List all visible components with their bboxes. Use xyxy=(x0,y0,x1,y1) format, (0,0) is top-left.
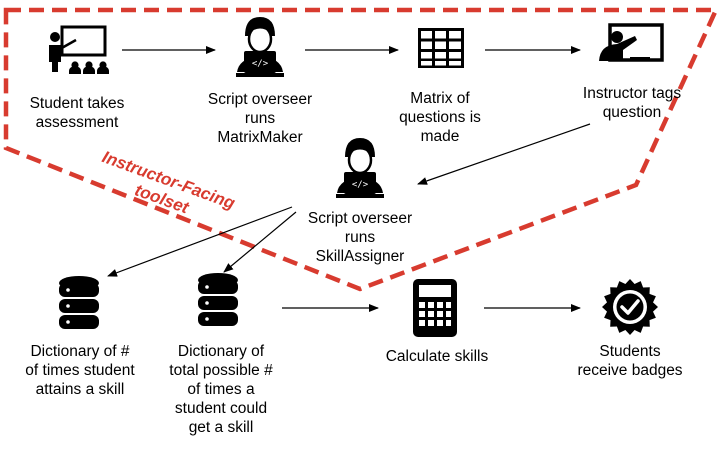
svg-text:</>: </> xyxy=(352,180,369,190)
arrow-skillassigner-to-dict-attains xyxy=(107,206,293,277)
calculator-icon xyxy=(413,279,457,337)
coder-laptop-icon-skillassigner: </> xyxy=(336,138,384,198)
grid-table-icon xyxy=(418,28,464,68)
label-badges: Students receive badges xyxy=(577,343,683,379)
arrow-skillassigner-to-dict-possible xyxy=(223,211,297,273)
label-script-skillassigner: Script overseer runs SkillAssigner xyxy=(307,210,413,265)
coder-laptop-icon-matrixmaker: </> xyxy=(236,17,284,77)
label-dict-possible: Dictionary of total possible # of times … xyxy=(169,343,273,436)
svg-text:</>: </> xyxy=(252,59,269,69)
presenter-board-icon xyxy=(599,23,664,62)
label-calculate: Calculate skills xyxy=(385,348,489,365)
label-student-assessment: Student takes assessment xyxy=(29,95,125,131)
toolset-boundary xyxy=(3,7,720,292)
flow-arrows xyxy=(107,46,591,312)
label-matrix: Matrix of questions is made xyxy=(399,90,481,145)
database-icon-attains xyxy=(59,276,99,329)
badge-check-icon xyxy=(602,279,658,335)
label-script-matrixmaker: Script overseer runs MatrixMaker xyxy=(207,91,313,146)
teacher-classroom-icon xyxy=(49,25,109,74)
arrow-tags-to-skillassigner xyxy=(417,123,591,185)
database-icon-possible xyxy=(198,273,238,326)
label-instructor-tags: Instructor tags question xyxy=(582,85,682,121)
label-dict-attains: Dictionary of # of times student attains… xyxy=(25,343,135,398)
